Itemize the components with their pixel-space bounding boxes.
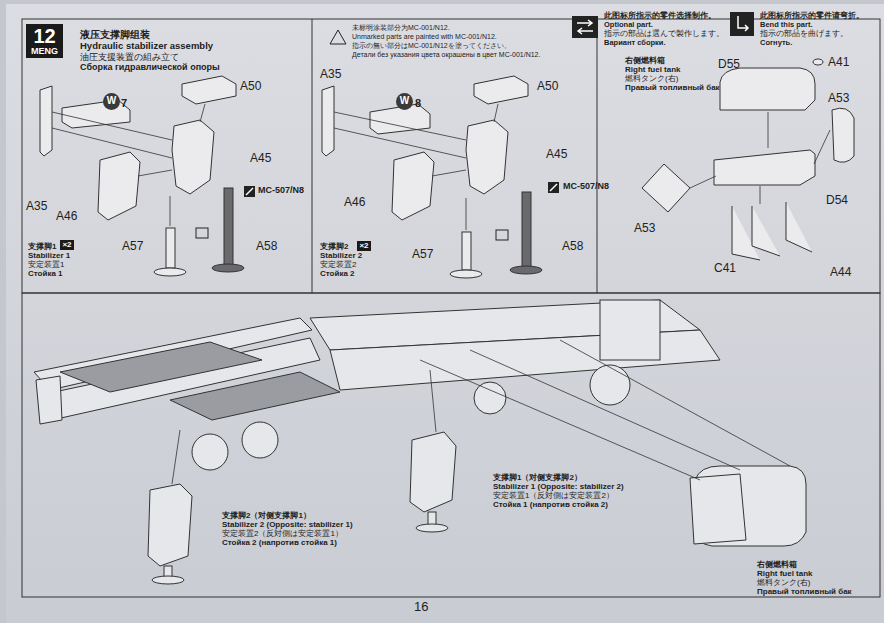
label-text: Сборка гидравлической опоры bbox=[80, 63, 220, 73]
label-text: 支撑脚1（对侧支撑脚2） bbox=[493, 474, 582, 483]
part-number: D54 bbox=[826, 194, 848, 207]
label-text: 安定装置2 bbox=[320, 261, 356, 270]
label-text: 安定装置2（反対側は安定装置1） bbox=[222, 530, 343, 539]
part-number: D55 bbox=[718, 58, 740, 71]
label-text: 指示の部品は選んで製作します。 bbox=[604, 30, 724, 38]
label-text: 右侧燃料箱 bbox=[757, 561, 797, 570]
label-text: MC-507/N8 bbox=[563, 182, 609, 192]
label-text: Optional part. bbox=[604, 21, 653, 29]
node-text: W bbox=[107, 96, 116, 107]
part-number: A46 bbox=[56, 210, 77, 223]
quantity-box: ×2 bbox=[60, 240, 74, 250]
part-number: A57 bbox=[412, 248, 433, 261]
label-text: Unmarked parts are painted with MC-001/N… bbox=[352, 33, 497, 41]
label-text: Правый топливный бак bbox=[757, 588, 852, 597]
label-text: 燃料タンク(右) bbox=[625, 75, 678, 84]
step-number-box: 12MENG bbox=[26, 24, 63, 58]
label-text: 支撑脚1 bbox=[28, 243, 56, 252]
label-text: Вариант сборки. bbox=[604, 39, 666, 47]
label-text: 安定装置1（反対側は安定装置2） bbox=[493, 492, 614, 501]
label-text: MC-507/N8 bbox=[258, 186, 304, 196]
part-number: A53 bbox=[634, 222, 655, 235]
label-text: 燃料タンク(右) bbox=[757, 579, 810, 588]
label-text: Стойка 2 bbox=[320, 270, 355, 279]
node-text: ×2 bbox=[359, 242, 369, 250]
node-text: MENG bbox=[31, 47, 58, 56]
label-text: 安定装置1 bbox=[28, 261, 64, 270]
label-text: 此图标所指示的零件请弯折。 bbox=[760, 12, 864, 20]
label-text: 16 bbox=[414, 600, 428, 614]
part-number: A58 bbox=[562, 240, 583, 253]
label-text: 指示の無い部分はMC-001/N12を塗ってください。 bbox=[352, 42, 511, 50]
label-text: 液压支撑脚组装 bbox=[80, 30, 150, 40]
label-text: Stabilizer 2 bbox=[320, 252, 362, 261]
part-number: A45 bbox=[250, 152, 271, 165]
label-text: Bend this part. bbox=[760, 21, 813, 29]
part-number: C41 bbox=[714, 262, 736, 275]
step-title: Hydraulic stabilizer assembly bbox=[80, 41, 213, 51]
label-text: Стойка 2 (напротив стойка 1) bbox=[222, 539, 337, 548]
part-number: A50 bbox=[240, 80, 261, 93]
part-number: A35 bbox=[320, 68, 341, 81]
node-text: W bbox=[400, 96, 409, 107]
label-text: 此图标所指示的零件选择制作。 bbox=[604, 12, 716, 20]
label-text: Stabilizer 1 bbox=[28, 252, 70, 261]
label-text: 8 bbox=[415, 97, 421, 109]
label-text: Стойка 1 (напротив стойка 2) bbox=[493, 501, 608, 510]
label-text: Стойка 1 bbox=[28, 270, 63, 279]
glue-circle: W bbox=[103, 93, 120, 110]
part-number: A50 bbox=[537, 80, 558, 93]
part-number: A45 bbox=[546, 148, 567, 161]
label-text: Детали без указания цвета окрашены в цве… bbox=[352, 51, 540, 59]
label-text: Right fuel tank bbox=[625, 66, 681, 75]
node-text: ×2 bbox=[62, 241, 72, 249]
part-number: A58 bbox=[256, 240, 277, 253]
glue-circle: W bbox=[396, 93, 413, 110]
label-text: 支撑脚2（对侧支撑脚1） bbox=[222, 512, 311, 521]
label-text: 油圧支援装置の組み立て bbox=[80, 53, 179, 63]
label-text: 右侧燃料箱 bbox=[625, 57, 665, 66]
part-number: A46 bbox=[344, 196, 365, 209]
label-text: 7 bbox=[121, 97, 127, 109]
label-text: Stabilizer 2 (Opposite: stabilizer 1) bbox=[222, 521, 353, 530]
quantity-box: ×2 bbox=[357, 241, 371, 251]
label-text: 指示の部品を曲げます。 bbox=[760, 30, 848, 38]
part-number: A44 bbox=[830, 266, 851, 279]
part-number: A53 bbox=[828, 92, 849, 105]
label-text: Stabilizer 1 (Opposite: stabilizer 2) bbox=[493, 483, 624, 492]
label-text: Согнуть. bbox=[760, 39, 792, 47]
label-text: Правый топливный бак bbox=[625, 84, 720, 93]
part-number: A41 bbox=[828, 56, 849, 69]
part-number: A35 bbox=[26, 200, 47, 213]
node-text: 12 bbox=[31, 26, 58, 47]
label-text: 支撑脚2 bbox=[320, 243, 348, 252]
label-text: 未标明涂装部分为MC-001/N12. bbox=[352, 24, 450, 32]
label-text: Right fuel tank bbox=[757, 570, 813, 579]
part-number: A57 bbox=[122, 240, 143, 253]
